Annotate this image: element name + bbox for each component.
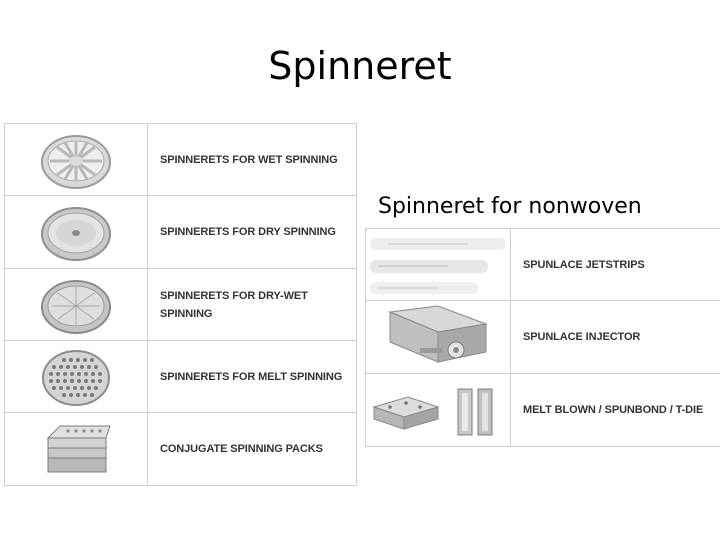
injector-icon bbox=[388, 305, 488, 363]
table-row: SPINNERETS FOR MELT SPINNING bbox=[4, 340, 357, 413]
spinning-pack-stack-icon bbox=[46, 425, 111, 473]
product-image-cell bbox=[4, 123, 148, 196]
row-label: MELT BLOWN / SPUNBOND / T-DIE bbox=[510, 373, 720, 447]
row-label: SPINNERETS FOR MELT SPINNING bbox=[147, 340, 357, 413]
section-subtitle: Spinneret for nonwoven bbox=[378, 194, 642, 219]
product-image-cell bbox=[365, 373, 511, 447]
row-label: SPINNERETS FOR DRY SPINNING bbox=[147, 195, 357, 269]
row-label: SPINNERETS FOR WET SPINNING bbox=[147, 123, 357, 196]
product-image-cell bbox=[4, 195, 148, 269]
table-row: SPUNLACE INJECTOR bbox=[365, 300, 720, 374]
table-row: SPINNERETS FOR DRY SPINNING bbox=[4, 195, 357, 269]
t-die-blocks-icon bbox=[372, 388, 493, 436]
table-row: SPINNERETS FOR DRY-WET SPINNING bbox=[4, 268, 357, 341]
dry-wet-spinneret-dish-icon bbox=[41, 279, 111, 334]
row-label: SPUNLACE INJECTOR bbox=[510, 300, 720, 374]
table-row: MELT BLOWN / SPUNBOND / T-DIE bbox=[365, 373, 720, 447]
row-label: CONJUGATE SPINNING PACKS bbox=[147, 412, 357, 486]
product-image-cell bbox=[4, 340, 148, 413]
spinneret-table: SPINNERETS FOR WET SPINNING SPINNERETS F… bbox=[4, 123, 357, 486]
row-label: SPINNERETS FOR DRY-WET SPINNING bbox=[147, 268, 357, 341]
jetstrips-icon bbox=[370, 237, 506, 294]
table-row: CONJUGATE SPINNING PACKS bbox=[4, 412, 357, 486]
page-title: Spinneret bbox=[268, 44, 452, 88]
row-label: SPUNLACE JETSTRIPS bbox=[510, 228, 720, 301]
dry-spinneret-dish-icon bbox=[41, 207, 111, 261]
product-image-cell bbox=[365, 228, 511, 301]
product-image-cell bbox=[4, 268, 148, 341]
wet-spinneret-dish-icon bbox=[41, 134, 111, 189]
product-image-cell bbox=[4, 412, 148, 486]
melt-spinneret-plate-icon bbox=[42, 349, 110, 406]
table-row: SPINNERETS FOR WET SPINNING bbox=[4, 123, 357, 196]
table-row: SPUNLACE JETSTRIPS bbox=[365, 228, 720, 301]
nonwoven-table: SPUNLACE JETSTRIPS SPUNLACE INJECTOR bbox=[365, 228, 720, 447]
product-image-cell bbox=[365, 300, 511, 374]
